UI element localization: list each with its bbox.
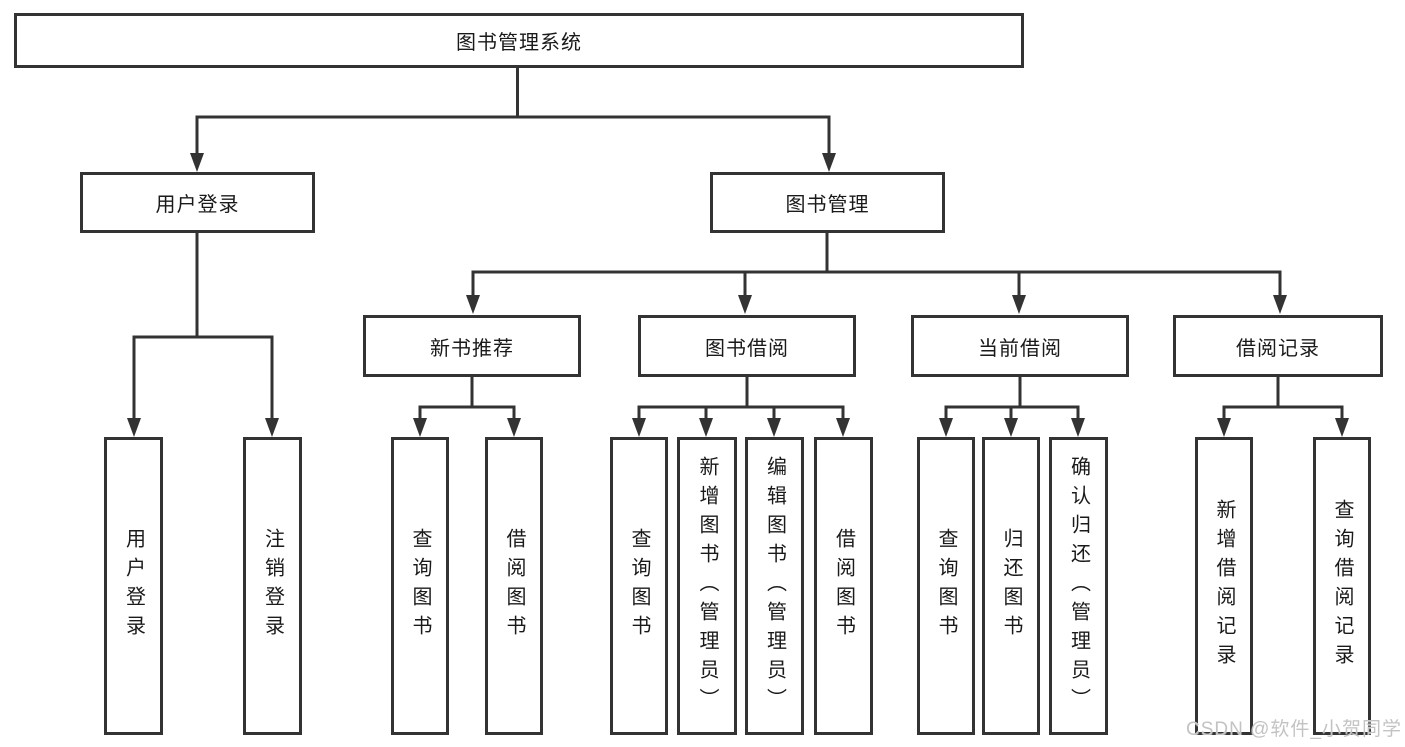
node-borrow-books-recommend: 借阅图书 — [485, 437, 543, 735]
node-add-books-admin: 新增图书（管理员） — [677, 437, 737, 735]
node-user-login: 用户登录 — [80, 172, 315, 233]
node-query-books-current: 查询图书 — [917, 437, 975, 735]
node-confirm-return-admin: 确认归还（管理员） — [1049, 437, 1108, 735]
node-current-borrowing: 当前借阅 — [911, 315, 1129, 377]
node-user-login-leaf: 用户登录 — [104, 437, 163, 735]
node-logout: 注销登录 — [243, 437, 302, 735]
node-borrowing-records: 借阅记录 — [1173, 315, 1383, 377]
node-book-management: 图书管理 — [710, 172, 945, 233]
node-add-borrow-record: 新增借阅记录 — [1195, 437, 1253, 735]
node-query-books-recommend: 查询图书 — [391, 437, 449, 735]
node-borrow-books-borrowing: 借阅图书 — [814, 437, 873, 735]
node-library-management-system: 图书管理系统 — [14, 13, 1024, 68]
watermark: CSDN @软件_小贺同学 — [1186, 719, 1402, 740]
node-return-books: 归还图书 — [982, 437, 1040, 735]
node-edit-books-admin: 编辑图书（管理员） — [745, 437, 804, 735]
node-query-books-borrowing: 查询图书 — [610, 437, 668, 735]
node-new-book-recommendation: 新书推荐 — [363, 315, 581, 377]
node-book-borrowing: 图书借阅 — [638, 315, 856, 377]
node-query-borrow-record: 查询借阅记录 — [1313, 437, 1371, 735]
arrowheads — [127, 153, 1349, 437]
